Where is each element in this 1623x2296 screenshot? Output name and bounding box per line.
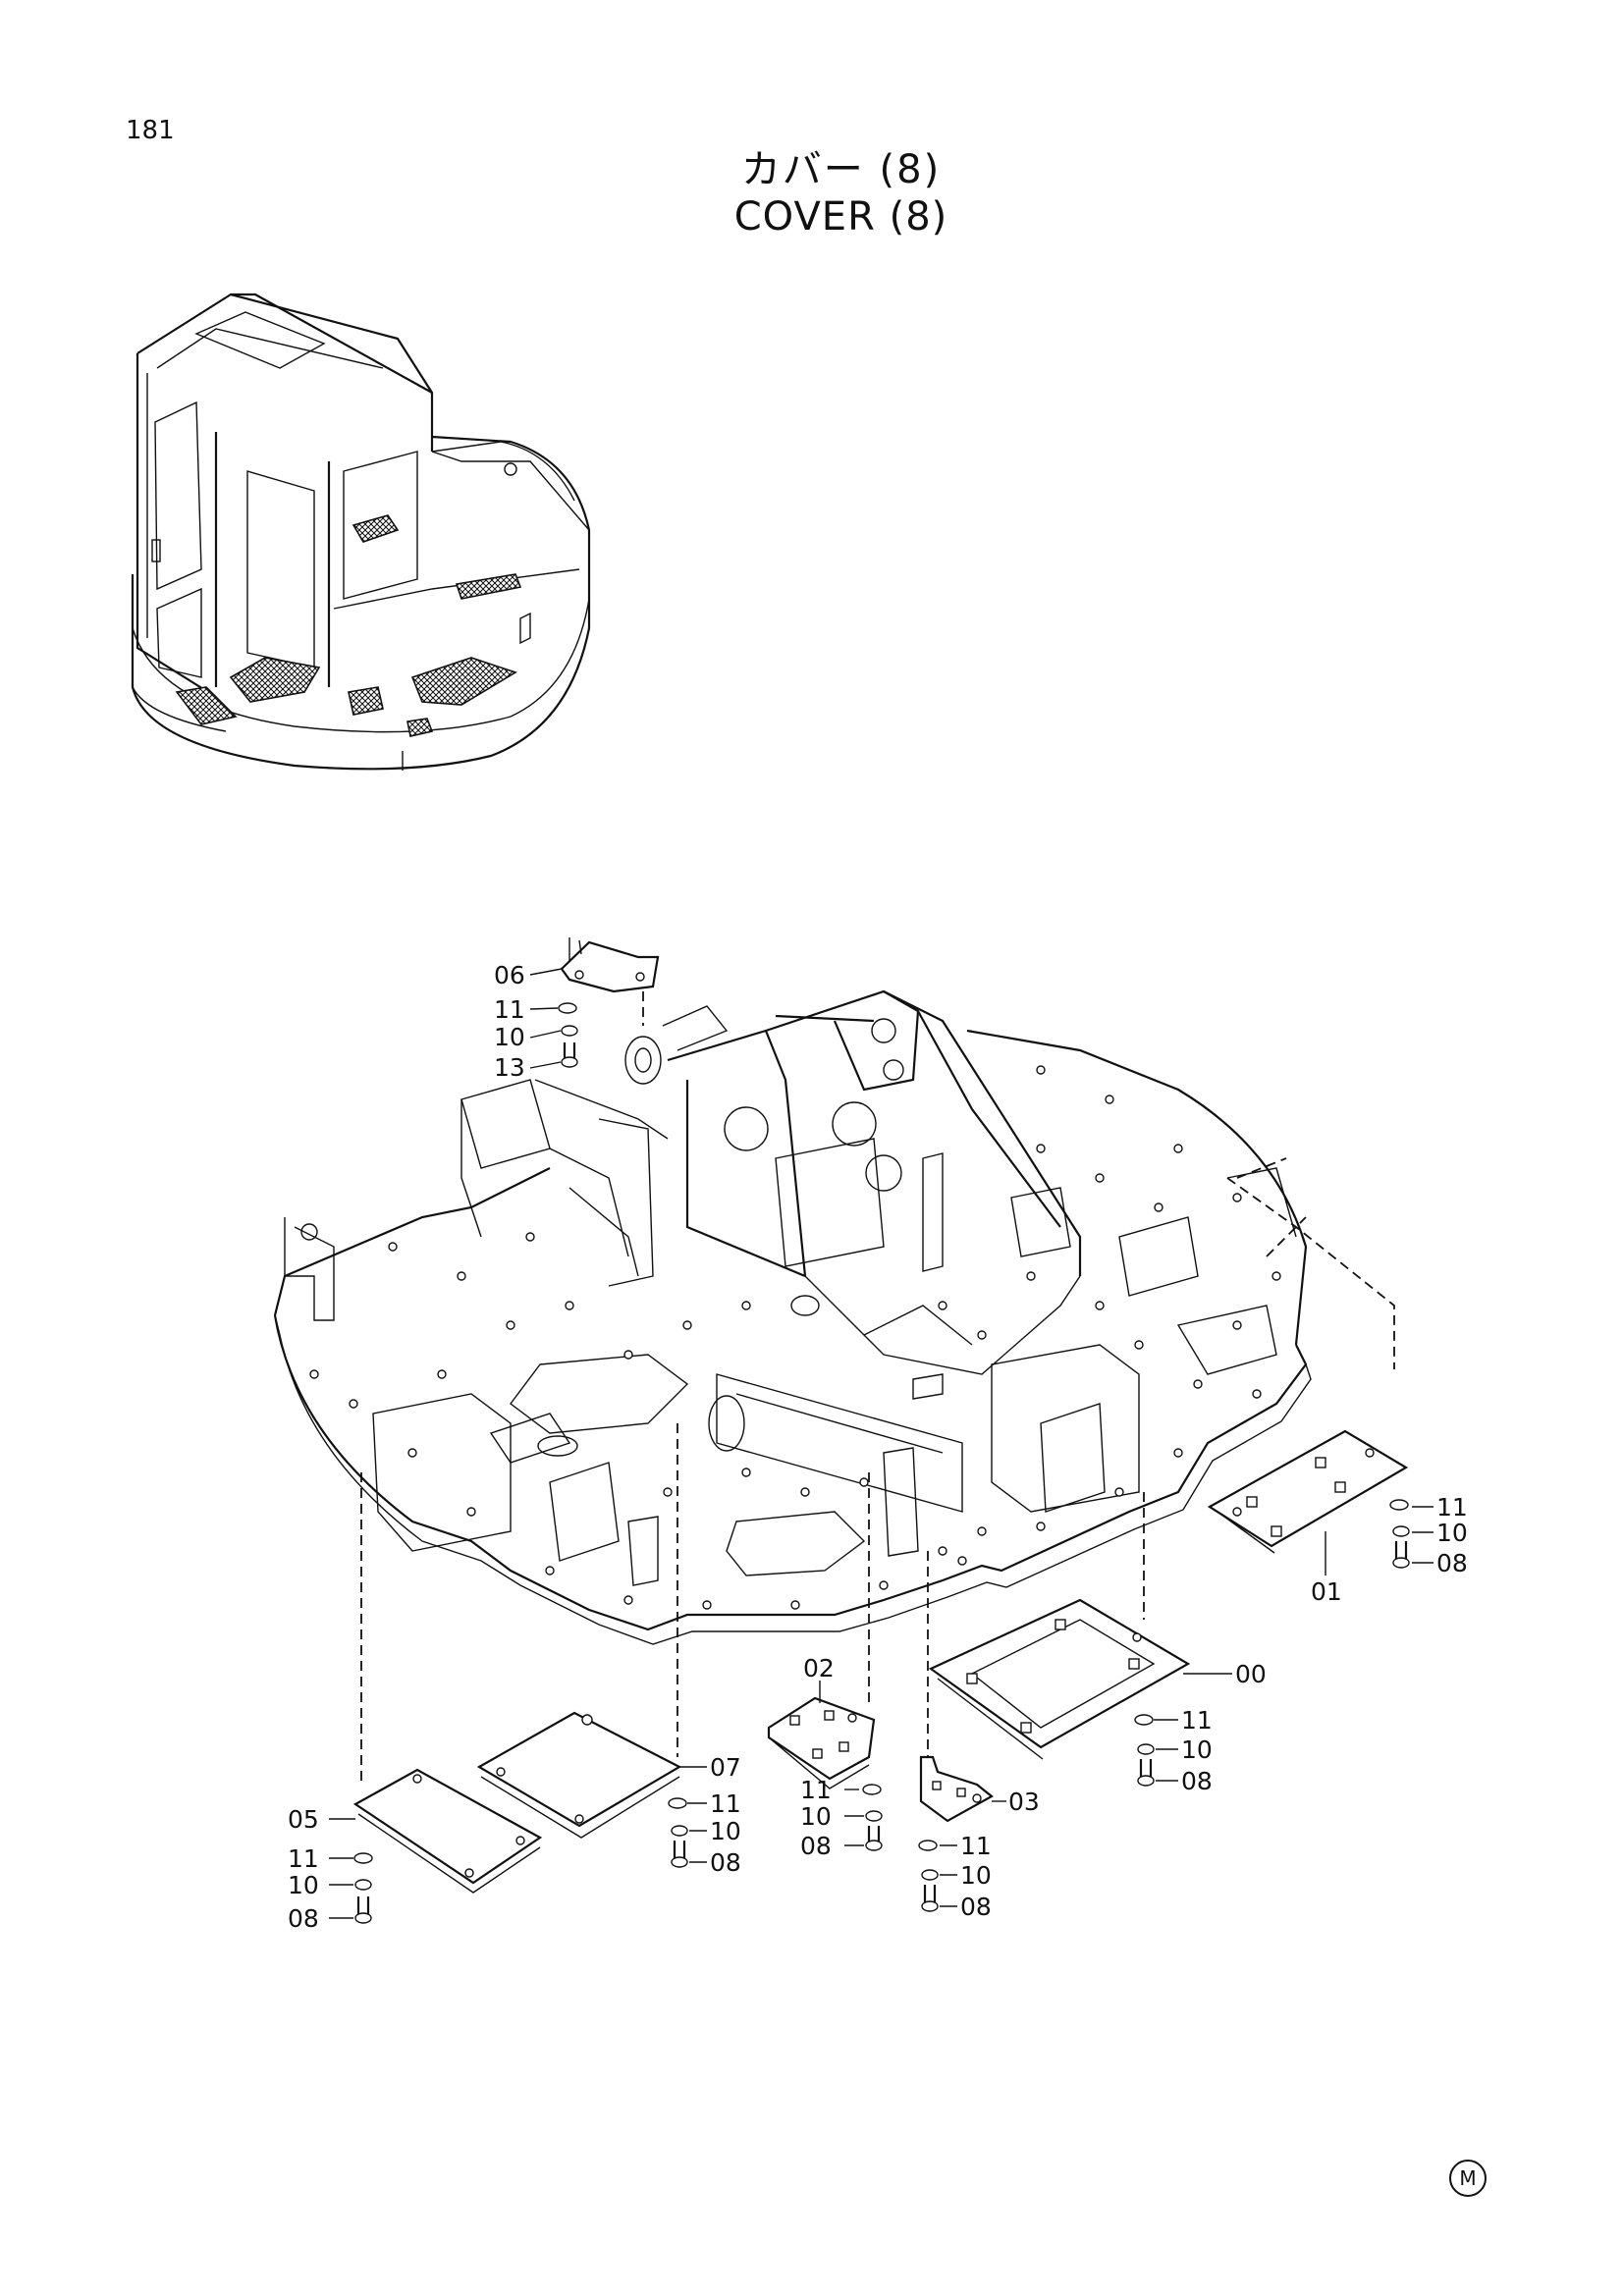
callout-11: 11 — [960, 1832, 992, 1860]
callout-01: 01 — [1311, 1577, 1342, 1606]
callout-10: 10 — [1436, 1519, 1468, 1547]
cover-00 — [928, 1598, 1191, 1760]
callout-07: 07 — [710, 1753, 741, 1782]
callout-11: 11 — [800, 1776, 832, 1804]
page-title-japanese: カバー (8) — [740, 147, 942, 192]
callout-11: 11 — [1181, 1706, 1213, 1735]
assembly-lines — [360, 991, 1395, 1782]
callout-05: 05 — [288, 1805, 319, 1834]
callout-02: 02 — [803, 1654, 835, 1682]
callout-11: 11 — [1436, 1493, 1468, 1522]
cover-05 — [352, 1768, 543, 1894]
page-title-english: COVER (8) — [733, 194, 948, 240]
callout-00: 00 — [1235, 1660, 1267, 1688]
leader-lines — [329, 968, 1434, 1919]
upper-frame — [273, 989, 1312, 1645]
callout-labels: 06 11 10 13 11 10 08 01 00 11 10 08 02 1… — [288, 961, 1468, 1933]
callout-08: 08 — [288, 1904, 319, 1933]
callout-10: 10 — [494, 1023, 525, 1051]
hardware — [353, 1002, 1410, 1924]
excavator-overview — [131, 293, 591, 771]
callout-08: 08 — [710, 1848, 741, 1877]
m-mark-symbol: M — [1449, 2160, 1487, 2197]
callout-11: 11 — [288, 1844, 319, 1873]
callout-11: 11 — [494, 995, 525, 1024]
callout-10: 10 — [1181, 1735, 1213, 1764]
cover-02 — [767, 1696, 876, 1789]
callout-08: 08 — [1181, 1767, 1213, 1795]
callout-03: 03 — [1008, 1788, 1040, 1816]
callout-08: 08 — [800, 1832, 832, 1860]
frame-holes — [309, 1065, 1281, 1610]
callout-10: 10 — [710, 1817, 741, 1845]
cover-01 — [1207, 1429, 1409, 1554]
callout-13: 13 — [494, 1053, 525, 1082]
callout-08: 08 — [960, 1893, 992, 1921]
callout-11: 11 — [710, 1789, 741, 1818]
callout-06: 06 — [494, 961, 525, 989]
callout-10: 10 — [800, 1802, 832, 1831]
cover-07 — [476, 1711, 682, 1839]
callout-08: 08 — [1436, 1549, 1468, 1577]
page-number: 181 — [126, 116, 175, 145]
cover-06 — [560, 937, 660, 993]
cover-03 — [919, 1755, 994, 1823]
callout-10: 10 — [288, 1871, 319, 1899]
callout-10: 10 — [960, 1861, 992, 1890]
